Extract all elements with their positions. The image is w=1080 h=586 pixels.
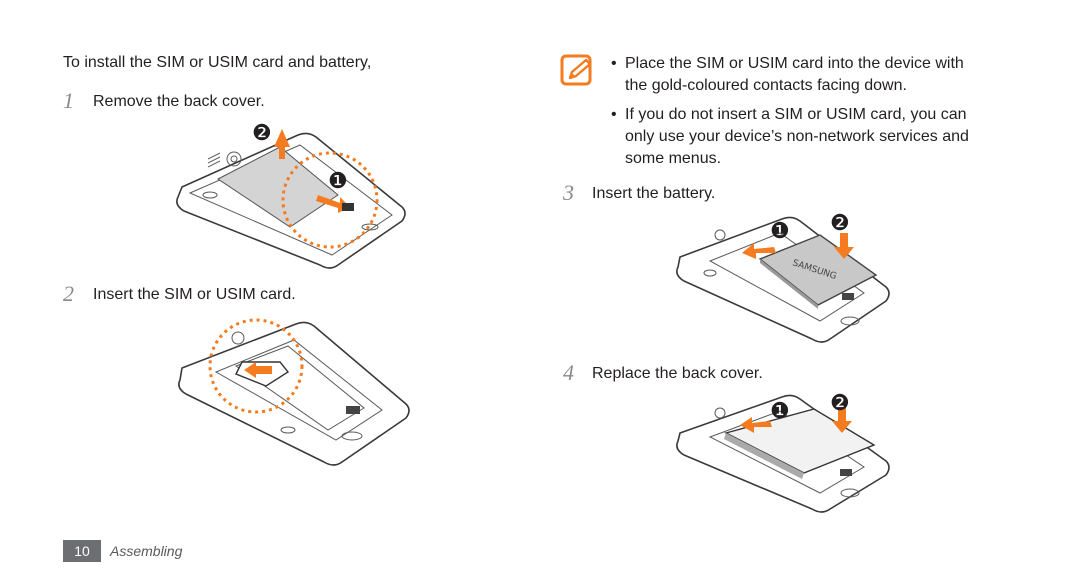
note-bullet: • xyxy=(611,55,617,72)
note-line: some menus. xyxy=(625,150,722,167)
note-line: If you do not insert a SIM or USIM card,… xyxy=(625,106,967,123)
step-4-text: Replace the back cover. xyxy=(592,365,763,382)
note-line: Place the SIM or USIM card into the devi… xyxy=(625,55,964,72)
step-1-number: 1 xyxy=(63,88,74,113)
marker-1: ❶ xyxy=(770,398,790,423)
step-2-text: Insert the SIM or USIM card. xyxy=(93,286,296,303)
note-line: the gold-coloured contacts facing down. xyxy=(625,77,907,94)
marker-2: ❷ xyxy=(830,210,850,235)
step-4-number: 4 xyxy=(563,360,574,385)
replace-cover-illustration xyxy=(676,394,890,513)
section-name: Assembling xyxy=(110,543,183,559)
step-2-number: 2 xyxy=(63,281,74,306)
intro-text: To install the SIM or USIM card and batt… xyxy=(63,54,372,71)
marker-1: ❶ xyxy=(770,218,790,243)
page-number: 10 xyxy=(63,540,101,562)
marker-2: ❷ xyxy=(252,120,272,145)
marker-2: ❷ xyxy=(830,390,850,415)
step-1-text: Remove the back cover. xyxy=(93,93,265,110)
marker-1: ❶ xyxy=(328,168,348,193)
insert-sim-illustration xyxy=(178,318,410,466)
note-1: • Place the SIM or USIM card into the de… xyxy=(611,53,964,97)
remove-cover-illustration xyxy=(176,129,406,269)
note-line: only use your device’s non-network servi… xyxy=(625,128,969,145)
step-3-number: 3 xyxy=(563,180,574,205)
note-bullet: • xyxy=(611,106,617,123)
note-2: • If you do not insert a SIM or USIM car… xyxy=(611,104,969,170)
insert-battery-illustration: SAMSUNG xyxy=(676,216,890,343)
note-pencil-icon xyxy=(560,54,592,86)
step-3-text: Insert the battery. xyxy=(592,185,716,202)
